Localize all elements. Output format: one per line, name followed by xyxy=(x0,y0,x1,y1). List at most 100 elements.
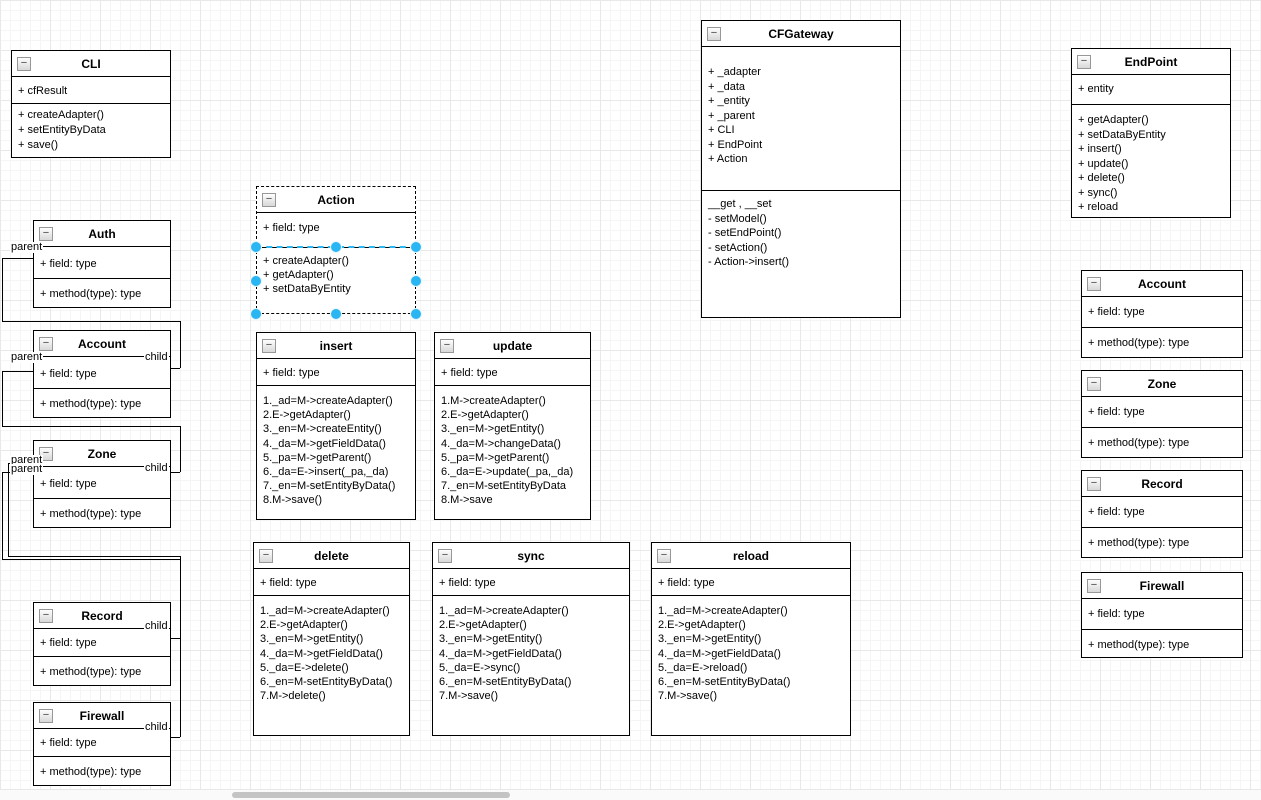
horizontal-scrollbar[interactable] xyxy=(0,789,1261,800)
collapse-icon[interactable]: − xyxy=(39,708,53,723)
member: + _parent xyxy=(708,109,755,122)
methods-compartment: + getAdapter()+ setDataByEntity+ insert(… xyxy=(1072,105,1230,215)
selection-handle[interactable] xyxy=(250,274,262,287)
class-firewall-right[interactable]: −Firewall+ field: type+ method(type): ty… xyxy=(1081,572,1243,658)
member: + field: type xyxy=(40,368,97,380)
methods-compartment: + method(type): type xyxy=(34,499,170,522)
class-auth[interactable]: −Auth+ field: type+ method(type): type xyxy=(33,220,171,308)
class-title: reload xyxy=(732,548,769,563)
collapse-icon[interactable]: − xyxy=(262,338,276,353)
collapse-icon[interactable]: − xyxy=(39,608,53,623)
collapse-icon[interactable]: − xyxy=(262,192,276,207)
selection-handle[interactable] xyxy=(410,241,422,253)
member: + getAdapter() xyxy=(263,269,334,281)
edge-label-child[interactable]: child xyxy=(144,462,169,474)
class-endpoint[interactable]: −EndPoint+ entity+ getAdapter()+ setData… xyxy=(1071,48,1231,218)
collapse-icon[interactable]: − xyxy=(1087,376,1101,391)
selection-handle[interactable] xyxy=(410,274,422,287)
collapse-icon[interactable]: − xyxy=(657,548,671,563)
methods-compartment: + method(type): type xyxy=(34,657,170,680)
selection-handle[interactable] xyxy=(330,241,342,253)
edge-auth-account[interactable] xyxy=(180,321,181,368)
member: 3._en=M->getEntity() xyxy=(658,633,762,646)
edge-auth-account[interactable] xyxy=(171,368,180,369)
selection-handle[interactable] xyxy=(330,308,342,320)
collapse-icon[interactable]: − xyxy=(1077,54,1091,69)
attributes-compartment: + field: type xyxy=(1082,497,1242,528)
methods-compartment: + method(type): type xyxy=(34,389,170,412)
edge-label-parent[interactable]: parent xyxy=(10,454,44,466)
collapse-icon[interactable]: − xyxy=(39,226,53,241)
member: 3._en=M->getEntity() xyxy=(441,423,545,436)
edge-zone-firewall[interactable] xyxy=(2,472,3,559)
collapse-icon[interactable]: − xyxy=(707,26,721,41)
class-title: CLI xyxy=(81,56,101,71)
member: 3._en=M->getEntity() xyxy=(439,633,543,646)
attributes-compartment: + _adapter+ _data+ _entity+ _parent+ CLI… xyxy=(702,47,900,191)
member: 1._ad=M->createAdapter() xyxy=(658,605,788,617)
class-cfgateway[interactable]: −CFGateway+ _adapter+ _data+ _entity+ _p… xyxy=(701,20,901,318)
member: + field: type xyxy=(1088,506,1145,518)
edge-zone-firewall[interactable] xyxy=(180,559,181,737)
attributes-compartment: + field: type xyxy=(34,357,170,389)
class-zone-left[interactable]: −Zone+ field: type+ method(type): type xyxy=(33,440,171,528)
collapse-icon[interactable]: − xyxy=(1087,578,1101,593)
collapse-icon[interactable]: − xyxy=(1087,276,1101,291)
edge-account-zone[interactable] xyxy=(2,371,3,426)
selection-handle[interactable] xyxy=(250,308,262,320)
member: 2.E->getAdapter() xyxy=(260,619,348,632)
edge-zone-firewall[interactable] xyxy=(171,737,180,738)
class-record-left[interactable]: −Record+ field: type+ method(type): type xyxy=(33,602,171,686)
selection-handle[interactable] xyxy=(410,308,422,320)
collapse-icon[interactable]: − xyxy=(1087,476,1101,491)
methods-compartment: __get , __set- setModel()- setEndPoint()… xyxy=(702,191,900,270)
member: + reload xyxy=(1078,201,1119,213)
edge-auth-account[interactable] xyxy=(2,258,33,259)
edge-zone-record[interactable] xyxy=(8,463,9,556)
class-title: Action xyxy=(317,192,355,207)
edge-label-child[interactable]: child xyxy=(144,620,169,632)
member: 4._da=M->changeData() xyxy=(441,437,561,450)
collapse-icon[interactable]: − xyxy=(259,548,273,563)
member: 1._ad=M->createAdapter() xyxy=(260,605,390,617)
edge-account-zone[interactable] xyxy=(171,472,180,473)
edge-zone-firewall[interactable] xyxy=(2,559,180,560)
selection-handle[interactable] xyxy=(250,241,262,253)
edge-account-zone[interactable] xyxy=(2,426,180,427)
edge-label-parent[interactable]: parent xyxy=(10,241,44,253)
edge-label-child[interactable]: child xyxy=(144,721,169,733)
edge-zone-record[interactable] xyxy=(171,638,180,639)
class-account-left[interactable]: −Account+ field: type+ method(type): typ… xyxy=(33,330,171,418)
edge-label-parent[interactable]: parent xyxy=(10,463,44,475)
collapse-icon[interactable]: − xyxy=(438,548,452,563)
collapse-icon[interactable]: − xyxy=(440,338,454,353)
edge-label-child[interactable]: child xyxy=(144,351,169,363)
member: 3._en=M->createEntity() xyxy=(263,423,382,436)
class-account-right[interactable]: −Account+ field: type+ method(type): typ… xyxy=(1081,270,1243,358)
edge-zone-record[interactable] xyxy=(8,556,180,557)
member: + cfResult xyxy=(18,85,68,97)
edge-label-parent[interactable]: parent xyxy=(10,351,44,363)
edge-auth-account[interactable] xyxy=(2,258,3,321)
attributes-compartment: + field: type xyxy=(254,569,409,596)
member: + delete() xyxy=(1078,172,1125,184)
class-zone-right[interactable]: −Zone+ field: type+ method(type): type xyxy=(1081,370,1243,458)
edge-auth-account[interactable] xyxy=(2,321,180,322)
class-firewall-left[interactable]: −Firewall+ field: type+ method(type): ty… xyxy=(33,702,171,786)
edge-account-zone[interactable] xyxy=(180,426,181,472)
collapse-icon[interactable]: − xyxy=(39,336,53,351)
horizontal-scrollbar-thumb[interactable] xyxy=(232,792,510,798)
class-record-right[interactable]: −Record+ field: type+ method(type): type xyxy=(1081,470,1243,558)
edge-account-zone[interactable] xyxy=(2,371,33,372)
member: + insert() xyxy=(1078,143,1122,155)
collapse-icon[interactable]: − xyxy=(17,56,31,71)
member: + setEntityByData xyxy=(18,124,106,136)
class-cli[interactable]: −CLI+ cfResult+ createAdapter()+ setEnti… xyxy=(11,50,171,158)
methods-compartment: + method(type): type xyxy=(1082,328,1242,351)
